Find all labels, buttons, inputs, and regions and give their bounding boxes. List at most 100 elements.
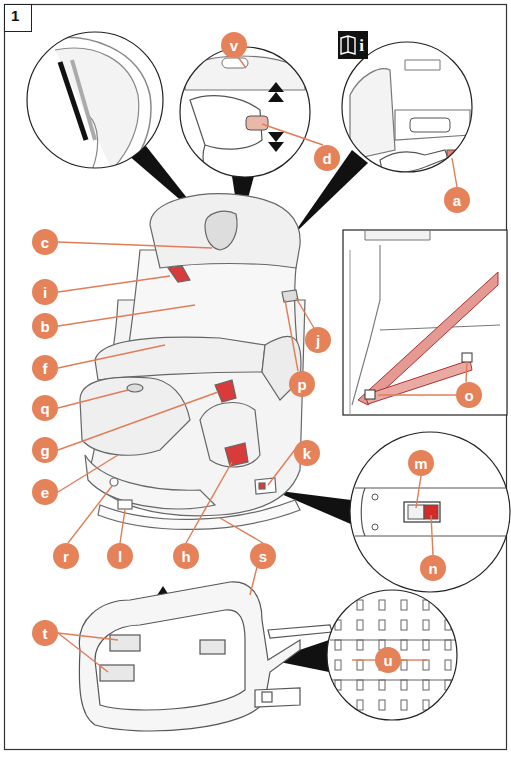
callout-disc-fill [32,620,58,646]
callout-letter: s [259,549,267,564]
callout-disc-fill [408,450,434,476]
callout-circle: n [420,555,446,581]
slot [379,620,385,630]
slot [401,680,407,690]
callout-letter: j [316,333,320,348]
callout-letter: a [453,193,461,208]
callout-letter: u [383,653,392,668]
callout-letter: h [181,549,190,564]
callout-circle: i [32,279,58,305]
callout-circle: a [444,187,470,213]
callout-disc-fill [32,479,58,505]
callout-letter: t [43,626,48,641]
callout-letter: i [43,285,47,300]
slot [335,700,341,710]
slot [423,660,429,670]
slot [423,620,429,630]
callout-letter: d [322,151,331,166]
callout-circle: l [107,543,133,569]
callout-letter: v [230,38,238,53]
callout-letter: o [464,388,473,403]
callout-circle: u [375,647,401,673]
base-slots-detail [325,588,460,723]
slot [379,700,385,710]
callout-letter: f [43,361,48,376]
callout-disc-fill [314,145,340,171]
slot [445,660,451,670]
callout-circle: m [408,450,434,476]
callout-disc-fill [420,555,446,581]
slot [401,660,407,670]
callout-disc-fill [289,371,315,397]
slot [335,640,341,650]
callout-letter: c [41,235,49,250]
slot [401,600,407,610]
callout-disc-fill [107,543,133,569]
slot [357,620,363,630]
callout-disc-fill [32,279,58,305]
callout-circle: o [456,382,482,408]
slot [335,660,341,670]
slot [445,700,451,710]
callout-letter: l [118,549,122,564]
callout-circle: s [250,543,276,569]
slot [357,680,363,690]
figure-number: 1 [11,8,19,23]
callout-letter: q [40,401,49,416]
slot [357,700,363,710]
slot [401,700,407,710]
callout-disc-fill [173,543,199,569]
callout-disc-fill [375,647,401,673]
callout-disc-fill [294,440,320,466]
callout-letter: m [414,456,427,471]
recline-detail [340,40,475,175]
callout-circle: j [305,327,331,353]
callout-disc-fill [305,327,331,353]
callout-circle: d [314,145,340,171]
slot [445,600,451,610]
callout-circle: f [32,355,58,381]
callout-disc-fill [32,395,58,421]
leader-lines [58,57,467,672]
slot [357,640,363,650]
callout-letter: b [40,319,49,334]
slot [357,660,363,670]
manual-icon: i [338,31,368,59]
callout-disc-fill [456,382,482,408]
rail [330,680,460,681]
height-adjust-detail [175,45,315,180]
callout-letter: r [63,549,69,564]
book-outline [341,36,355,54]
info-letter: i [359,37,364,54]
slot [401,620,407,630]
callout-disc-fill [32,229,58,255]
slot [423,640,429,650]
slot [445,640,451,650]
callout-circle: b [32,313,58,339]
callout-disc-fill [221,32,247,58]
callout-disc-fill [444,187,470,213]
callout-letter: p [297,377,306,392]
callout-circle: p [289,371,315,397]
callout-disc-fill [250,543,276,569]
slot [379,600,385,610]
callout-circle: g [32,437,58,463]
callout-circle: r [53,543,79,569]
callout-circle: v [221,32,247,58]
callout-circle: h [173,543,199,569]
rail [330,640,460,641]
isofix-indicator-detail [345,430,511,595]
headrest-detail [20,30,170,175]
isofix-base [79,582,332,731]
callout-circle: c [32,229,58,255]
callout-letter: n [428,561,437,576]
slot [357,600,363,610]
slot [423,680,429,690]
callout-letter: g [40,443,49,458]
callout-letter: e [41,485,49,500]
slot [335,600,341,610]
callout-letter: k [303,446,311,461]
slot [379,680,385,690]
slot [401,640,407,650]
